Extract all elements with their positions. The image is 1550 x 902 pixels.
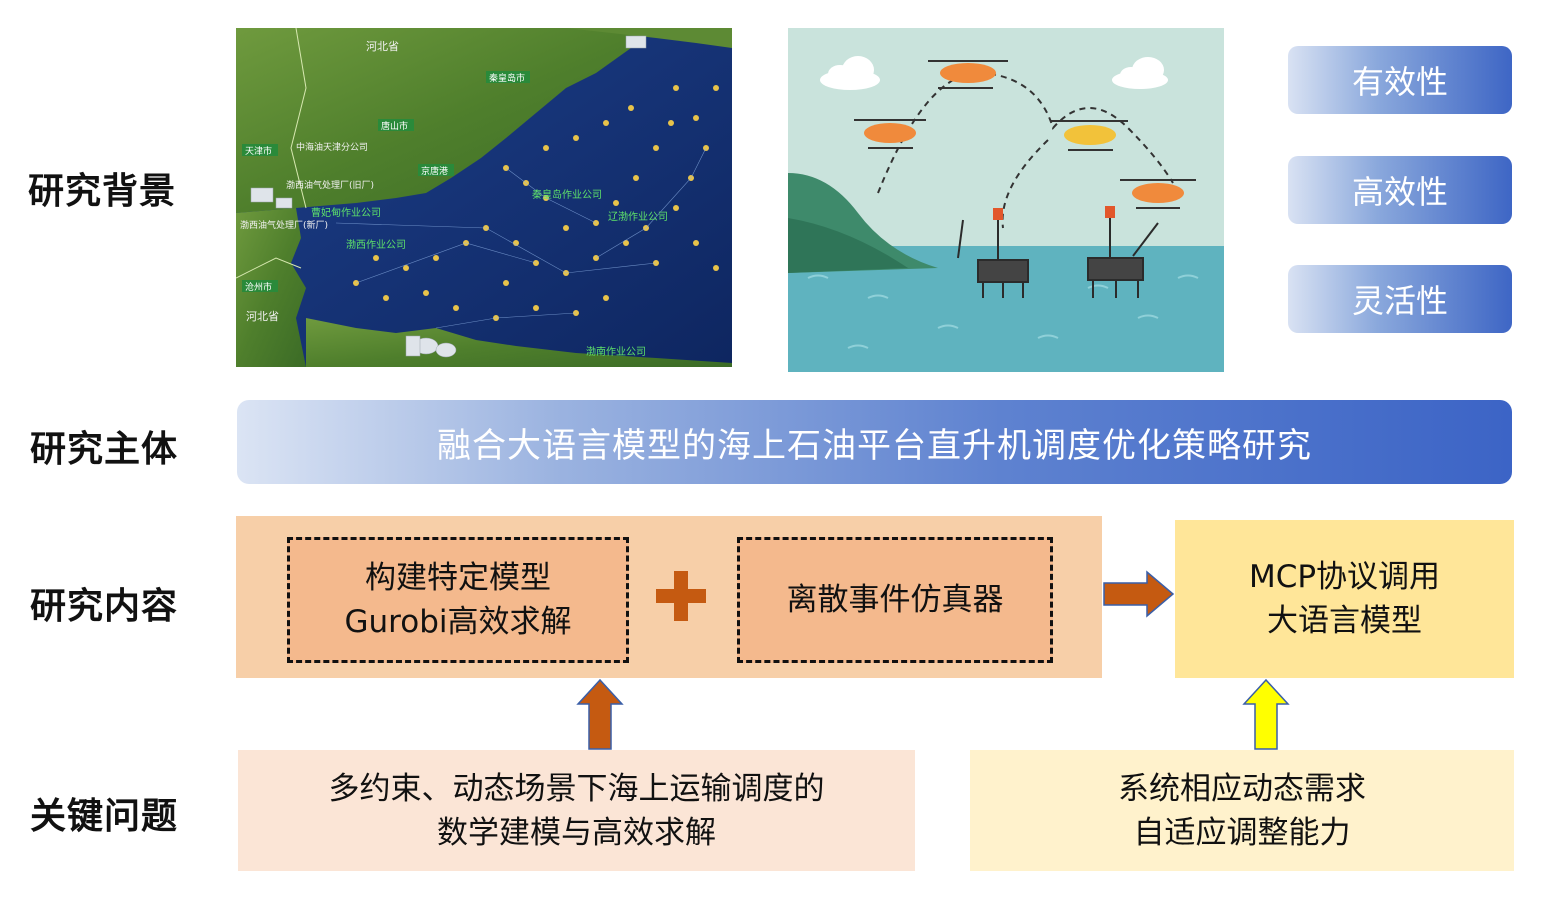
property-flexibility: 灵活性	[1288, 265, 1512, 333]
llm-mcp-box: MCP协议调用 大语言模型	[1175, 520, 1514, 678]
issue-modeling-box: 多约束、动态场景下海上运输调度的 数学建模与高效求解	[238, 750, 915, 871]
map-label-jingtang: 京唐港	[421, 165, 448, 177]
helicopter-icon-2	[854, 119, 926, 149]
row-label-content: 研究内容	[30, 586, 179, 627]
map-label-tianjin-branch: 中海油天津分公司	[296, 141, 368, 153]
property-label: 有效性	[1351, 63, 1448, 101]
issue-adaptive-box: 系统相应动态需求 自适应调整能力	[970, 750, 1514, 871]
row-label-background: 研究背景	[28, 171, 177, 212]
simulator-box: 离散事件仿真器	[737, 537, 1053, 663]
map-label-bohai-west: 渤西作业公司	[346, 238, 406, 251]
plus-icon	[656, 571, 706, 621]
issue-left-line-2: 数学建模与高效求解	[437, 814, 716, 851]
property-effectiveness: 有效性	[1288, 46, 1512, 114]
map-label-liaodong: 辽渤作业公司	[608, 210, 668, 223]
issue-left-line-1: 多约束、动态场景下海上运输调度的	[328, 770, 825, 807]
map-label-cangzhou: 沧州市	[245, 281, 272, 293]
helicopter-icon-1	[928, 60, 1008, 89]
map-label-province-bottom: 河北省	[246, 310, 279, 323]
map-label-qinhuangdao: 秦皇岛市	[489, 72, 525, 84]
property-label: 高效性	[1351, 173, 1448, 211]
map-label-plant-old: 渤西油气处理厂(旧厂)	[286, 179, 374, 191]
model-solver-box: 构建特定模型 Gurobi高效求解	[287, 537, 629, 663]
helicopter-icon-3	[1050, 120, 1128, 151]
bohai-oilfield-map: 河北省 河北省 中海油天津分公司 渤西油气处理厂(旧厂) 渤西油气处理厂(新厂)…	[235, 27, 732, 367]
map-label-plant-new: 渤西油气处理厂(新厂)	[240, 219, 328, 231]
property-label: 灵活性	[1351, 282, 1448, 320]
map-label-caofeidian: 曹妃甸作业公司	[311, 206, 381, 219]
simulator-label: 离散事件仿真器	[786, 582, 1004, 618]
issue-right-line-2: 自适应调整能力	[1133, 814, 1351, 851]
map-label-province-top: 河北省	[366, 40, 399, 53]
llm-box-line-1: MCP协议调用	[1248, 559, 1441, 595]
map-label-tangshan: 唐山市	[381, 120, 408, 132]
model-box-line-2: Gurobi高效求解	[344, 604, 572, 640]
row-label-key-issues: 关键问题	[30, 796, 179, 837]
up-arrow-yellow-icon	[1242, 678, 1290, 750]
row-label-subject: 研究主体	[30, 429, 179, 470]
map-label-bohai-south: 渤南作业公司	[586, 345, 646, 358]
research-subject-title-bar: 融合大语言模型的海上石油平台直升机调度优化策略研究	[237, 400, 1512, 484]
helicopter-illustration	[788, 28, 1224, 372]
map-label-qinhuangdao-op: 秦皇岛作业公司	[532, 188, 602, 201]
map-label-tianjin: 天津市	[245, 145, 272, 157]
helicopter-icon-4	[1120, 179, 1196, 209]
model-box-line-1: 构建特定模型	[365, 560, 551, 596]
llm-box-line-2: 大语言模型	[1267, 603, 1422, 639]
issue-right-line-1: 系统相应动态需求	[1118, 770, 1366, 807]
property-efficiency: 高效性	[1288, 156, 1512, 224]
up-arrow-orange-icon	[576, 678, 624, 750]
right-arrow-icon	[1103, 570, 1175, 618]
research-subject-title: 融合大语言模型的海上石油平台直升机调度优化策略研究	[437, 425, 1312, 466]
